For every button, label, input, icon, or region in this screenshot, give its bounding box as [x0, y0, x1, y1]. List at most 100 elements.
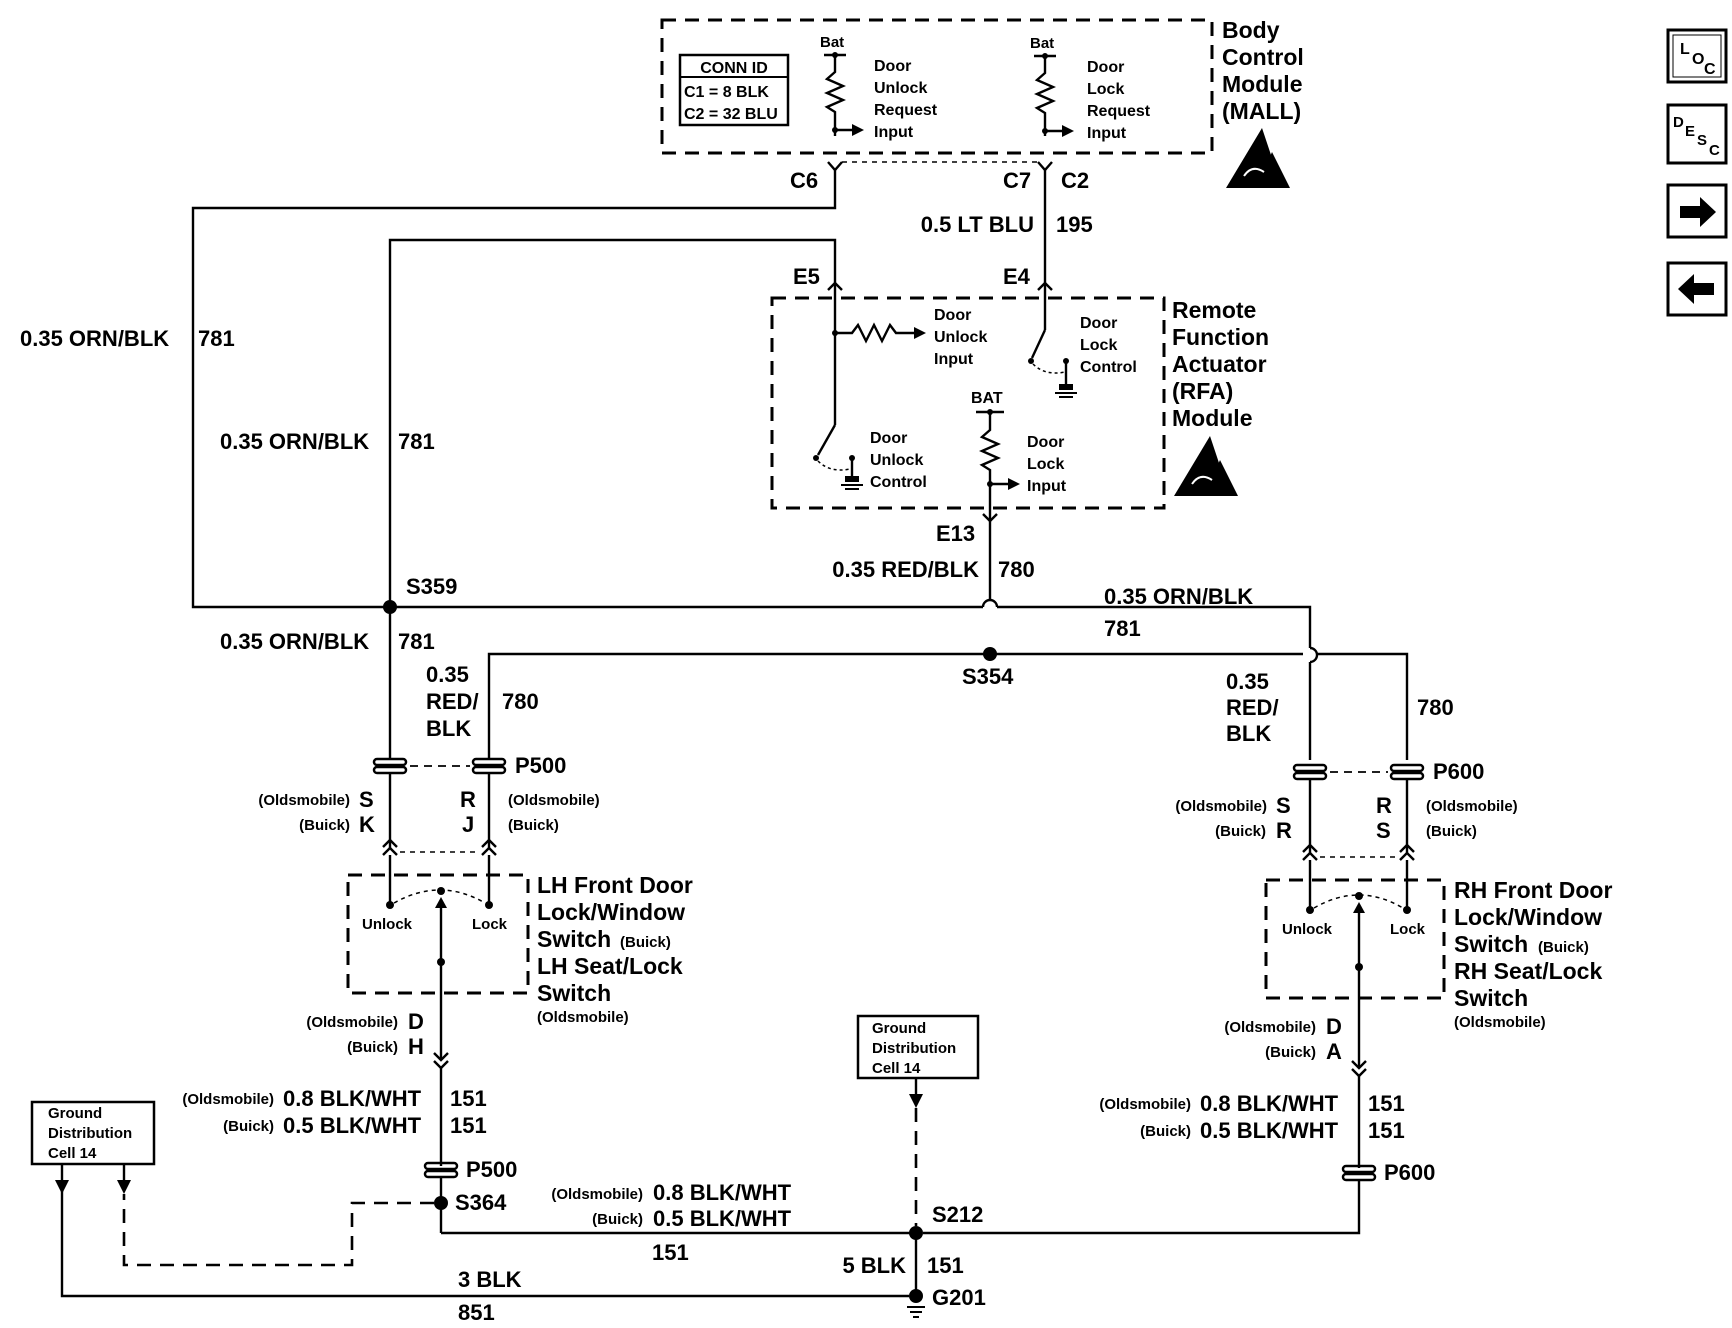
pin-c7-label: C7 [1003, 168, 1031, 193]
svg-text:O: O [1692, 51, 1704, 68]
svg-text:Control: Control [870, 474, 927, 491]
svg-text:LH Front Door: LH Front Door [537, 872, 693, 898]
svg-text:(Buick): (Buick) [592, 1211, 643, 1228]
circuit-781-rfa-loop: 0.35 ORN/BLK 781 [220, 238, 837, 607]
conn-id-box: CONN ID C1 = 8 BLK C2 = 32 BLU [678, 53, 790, 127]
rh-151-wire: (Oldsmobile) 0.8 BLK/WHT 151 (Buick) 0.5… [1099, 1076, 1405, 1168]
svg-text:Lock: Lock [1027, 456, 1064, 473]
circuit-851-wire: 3 BLK 851 [55, 1180, 909, 1325]
svg-text:(Oldsmobile): (Oldsmobile) [306, 1014, 398, 1031]
svg-text:S: S [1376, 818, 1391, 843]
svg-text:0.8 BLK/WHT: 0.8 BLK/WHT [1200, 1091, 1339, 1116]
svg-text:S: S [1697, 132, 1707, 149]
circuit-780-main: 0.35 RED/BLK 780 [832, 521, 1035, 600]
lh-switch-connector [382, 838, 497, 856]
bcm-dashed-box [660, 18, 1214, 155]
svg-text:P600: P600 [1433, 759, 1484, 784]
splice-s364: S364 [117, 1174, 507, 1267]
svg-text:Lock/Window: Lock/Window [537, 899, 685, 925]
svg-text:S364: S364 [455, 1190, 507, 1215]
svg-text:0.35 ORN/BLK: 0.35 ORN/BLK [1104, 584, 1253, 609]
svg-text:0.35 ORN/BLK: 0.35 ORN/BLK [220, 629, 369, 654]
svg-text:Switch: Switch [537, 980, 611, 1006]
svg-text:0.5 BLK/WHT: 0.5 BLK/WHT [283, 1113, 422, 1138]
svg-text:(Oldsmobile): (Oldsmobile) [537, 1009, 629, 1026]
next-button[interactable] [1666, 183, 1728, 239]
rh-ground-cavity: (Oldsmobile) D (Buick) A [1224, 1014, 1367, 1078]
svg-text:Remote: Remote [1172, 297, 1256, 323]
svg-text:Unlock: Unlock [874, 80, 927, 97]
svg-text:(Oldsmobile): (Oldsmobile) [1224, 1019, 1316, 1036]
rfa-lock-control: Door Lock Control [1028, 290, 1137, 398]
svg-text:K: K [359, 812, 375, 837]
svg-text:(Buick): (Buick) [223, 1118, 274, 1135]
lh-door-switch: Unlock Lock LH Front Door Lock/Window Sw… [346, 855, 693, 1060]
svg-text:Distribution: Distribution [48, 1125, 132, 1142]
svg-text:0.35: 0.35 [1226, 669, 1269, 694]
ground-distribution-box-center: Ground Distribution Cell 14 [856, 1014, 980, 1226]
svg-text:H: H [408, 1034, 424, 1059]
svg-text:781: 781 [198, 326, 235, 351]
esd-warning-icon [1226, 128, 1290, 188]
svg-text:780: 780 [998, 557, 1035, 582]
svg-text:Request: Request [874, 102, 938, 119]
svg-text:781: 781 [398, 629, 435, 654]
svg-text:Switch: Switch [1454, 985, 1528, 1011]
svg-text:Actuator: Actuator [1172, 351, 1267, 377]
svg-text:Body: Body [1222, 17, 1280, 43]
svg-text:Control: Control [1222, 44, 1304, 70]
svg-text:Door: Door [874, 58, 911, 75]
svg-text:R: R [460, 787, 476, 812]
svg-text:(Oldsmobile): (Oldsmobile) [551, 1186, 643, 1203]
svg-text:Unlock: Unlock [362, 916, 413, 933]
svg-text:151: 151 [450, 1113, 487, 1138]
desc-button[interactable]: D E S C [1666, 103, 1728, 165]
right-arrow-icon [1680, 197, 1716, 227]
svg-text:R: R [1376, 793, 1392, 818]
rh-cavity-labels: (Oldsmobile) S (Buick) R R (Oldsmobile) … [1175, 793, 1517, 843]
svg-text:Bat: Bat [1030, 35, 1054, 52]
rh-switch-title: RH Front Door Lock/Window Switch (Buick)… [1454, 877, 1612, 1031]
ground-symbol-icon [1055, 384, 1077, 398]
lh-ground-cavity: (Oldsmobile) D (Buick) H [306, 1009, 449, 1070]
svg-text:(Buick): (Buick) [1538, 939, 1589, 956]
svg-text:C2 = 32 BLU: C2 = 32 BLU [684, 106, 778, 123]
pin-c2-label: C2 [1061, 168, 1089, 193]
svg-text:0.5 BLK/WHT: 0.5 BLK/WHT [653, 1206, 792, 1231]
svg-text:(Buick): (Buick) [1140, 1123, 1191, 1140]
svg-text:5 BLK: 5 BLK [842, 1253, 906, 1278]
loc-button[interactable]: L O C [1666, 28, 1728, 84]
svg-text:D: D [1673, 114, 1684, 131]
svg-text:RED/: RED/ [426, 689, 479, 714]
prev-button[interactable] [1666, 261, 1728, 317]
bcm-lock-request-input: Bat Door Lock Request Input [1030, 35, 1151, 142]
bcm-title: Body Control Module (MALL) [1222, 17, 1304, 124]
rh-switch-connector [1302, 843, 1415, 861]
rfa-title: Remote Function Actuator (RFA) Module [1172, 297, 1269, 431]
lh-780-label: 0.35 RED/ BLK 780 [426, 662, 539, 741]
lh-781-wire: 0.35 ORN/BLK 781 [220, 607, 435, 760]
lh-151-wire: (Oldsmobile) 0.8 BLK/WHT 151 (Buick) 0.5… [182, 1068, 487, 1166]
circuit-781-crossover: 0.35 ORN/BLK 781 [390, 584, 1319, 760]
svg-text:S: S [1276, 793, 1291, 818]
svg-text:Cell 14: Cell 14 [48, 1145, 97, 1162]
lh-switch-title: LH Front Door Lock/Window Switch (Buick)… [537, 872, 693, 1026]
svg-text:J: J [462, 812, 474, 837]
svg-text:Distribution: Distribution [872, 1040, 956, 1057]
svg-text:Unlock: Unlock [870, 452, 923, 469]
svg-text:P500: P500 [466, 1157, 517, 1182]
svg-text:151: 151 [652, 1240, 689, 1265]
svg-text:(Oldsmobile): (Oldsmobile) [508, 792, 600, 809]
connector-p500-upper: P500 [372, 753, 566, 848]
rh-switch-dashed-box [1264, 878, 1446, 1000]
svg-text:L: L [1680, 41, 1690, 58]
svg-text:P500: P500 [515, 753, 566, 778]
svg-text:S: S [359, 787, 374, 812]
svg-text:Input: Input [1027, 478, 1067, 495]
esd-warning-icon [1174, 436, 1238, 496]
svg-text:(Oldsmobile): (Oldsmobile) [1454, 1014, 1546, 1031]
svg-text:(Buick): (Buick) [1265, 1044, 1316, 1061]
svg-text:D: D [408, 1009, 424, 1034]
svg-text:Control: Control [1080, 359, 1137, 376]
svg-text:Request: Request [1087, 103, 1151, 120]
